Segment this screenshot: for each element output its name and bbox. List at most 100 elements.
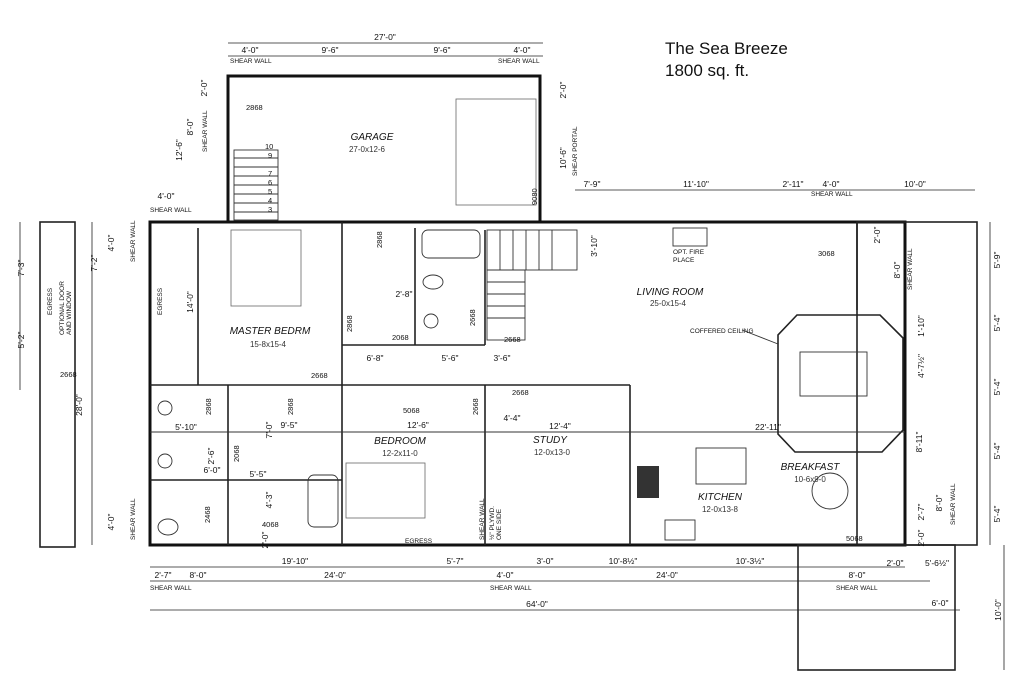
dimension: 2'-7" [155,570,172,580]
dimension: 7'-0" [264,422,274,439]
dimension: 19'-10" [282,556,308,566]
stair-step: 7 [268,169,272,178]
porch-bottom [797,544,956,671]
dimension: 1'-10" [916,315,926,337]
room-size: 27-0x12-6 [349,145,386,154]
sink-3 [423,313,439,329]
door-code: 2668 [60,370,77,379]
walls [39,74,978,671]
shear-wall-note: SHEAR WALL [130,498,137,540]
stair-step: 10 [265,142,273,151]
breakfast-table [811,472,849,510]
dimension: 9'-5" [281,420,298,430]
dimension: 2'-6" [206,448,216,465]
shear-wall-note: SHEAR WALL [836,585,878,592]
dimension: 12'-6" [407,420,429,430]
dimension: 2'-0" [199,80,209,97]
dimension: 10'-8½" [609,556,638,566]
dimension: 3'-10" [589,235,599,257]
egress-note: EGRESS [405,538,433,545]
door-code: 2668 [311,371,328,380]
dimension: 4'-0" [514,45,531,55]
room-name: GARAGE [351,132,394,143]
room-size: 12-0x13-8 [702,505,739,514]
dimension: 8'-11" [914,431,924,452]
shear-wall-note: SHEAR WALL [811,191,853,198]
coffered-ceiling-outline [777,314,904,453]
door-code: 2068 [232,445,241,462]
door-code: 2468 [203,506,212,523]
coffered-ceiling-note: COFFERED CEILING [690,328,754,335]
dimension: 24'-0" [656,570,678,580]
dimension: 8'-0" [190,570,207,580]
stair-step: 4 [268,196,272,205]
egress-note: EGRESS [157,287,164,315]
dimension: 10'-6" [558,147,568,169]
dimension: 5'-4" [992,315,1002,332]
shear-wall-note: SHEAR WALL [907,248,914,290]
fireplace-note: OPT. FIRE [673,249,705,256]
dimension: 5'-6½" [925,558,949,568]
dimension: 4'-0" [158,191,175,201]
room-name: KITCHEN [698,492,743,503]
fireplace-note: PLACE [673,257,695,264]
door-code: 2868 [204,398,213,415]
stair-step: 6 [268,178,272,187]
toilet [422,274,444,290]
dimension: 4'-3" [264,492,274,509]
dimension: 7'-2" [89,255,99,272]
dimension-lines [19,42,1005,670]
dimension: 4'-0" [106,514,116,531]
shear-wall-note: SHEAR WALL [950,483,957,525]
shear-wall-note: SHEAR WALL [490,585,532,592]
dimension: 2'-0" [916,530,926,547]
dimension: 5'-7" [447,556,464,566]
dimension: 6'-0" [204,465,221,475]
dimension: 27'-0" [374,32,396,42]
shear-wall-note: SHEAR WALL [230,58,272,65]
fireplace [672,227,708,247]
dimension: 2'-7" [916,504,926,521]
room-name: LIVING ROOM [637,287,704,298]
shear-wall-note: SHEAR WALL [498,58,540,65]
dimension: 4'-7½" [916,354,926,378]
dimension: 2'-0" [887,558,904,568]
porch-right [856,221,978,546]
dimension: 7'-3" [16,260,26,277]
room-size: 15-8x15-4 [250,340,287,349]
dimension: 28'-0" [74,394,84,416]
bathtub-2 [307,474,339,528]
optional-door-note: AND WINDOW [66,290,73,335]
door-code: 2668 [471,398,480,415]
room-name: BEDROOM [374,436,426,447]
stair-step: 9 [268,151,272,160]
dimension: 5'-6" [442,353,459,363]
dimension: 2'-11" [782,179,803,189]
dimension: 5'-2" [16,332,26,349]
plywood-note: ½" PLYWD. [488,506,496,540]
shear-wall-note: SHEAR WALL [130,220,137,262]
door-code: 5068 [403,406,420,415]
room-name: MASTER BEDRM [230,326,311,337]
side-deck [39,221,76,548]
kitchen-island [695,447,747,485]
dimension: 4'-0" [106,235,116,252]
dimension: 2'-0" [558,82,568,99]
dimension: 14'-0" [185,291,195,313]
dimension: 6'-0" [932,598,949,608]
dimension: 64'-0" [526,599,548,609]
dimension: 9'-6" [322,45,339,55]
door-code: 9080 [530,188,539,205]
plan-name: The Sea Breeze [665,39,788,58]
master-bed [230,229,302,307]
dimension: 6'-8" [367,353,384,363]
dimensions: 27'-0" 4'-0" 9'-6" 9'-6" 4'-0" 7'-9" 11'… [16,32,1003,621]
stair-step: 5 [268,187,272,196]
dimension: 5'-10" [175,422,197,432]
bathtub [421,229,481,259]
dimension: 5'-5" [250,469,267,479]
fixtures [157,98,904,541]
door-code: 5068 [846,534,863,543]
shear-wall-note: SHEAR WALL [202,110,209,152]
